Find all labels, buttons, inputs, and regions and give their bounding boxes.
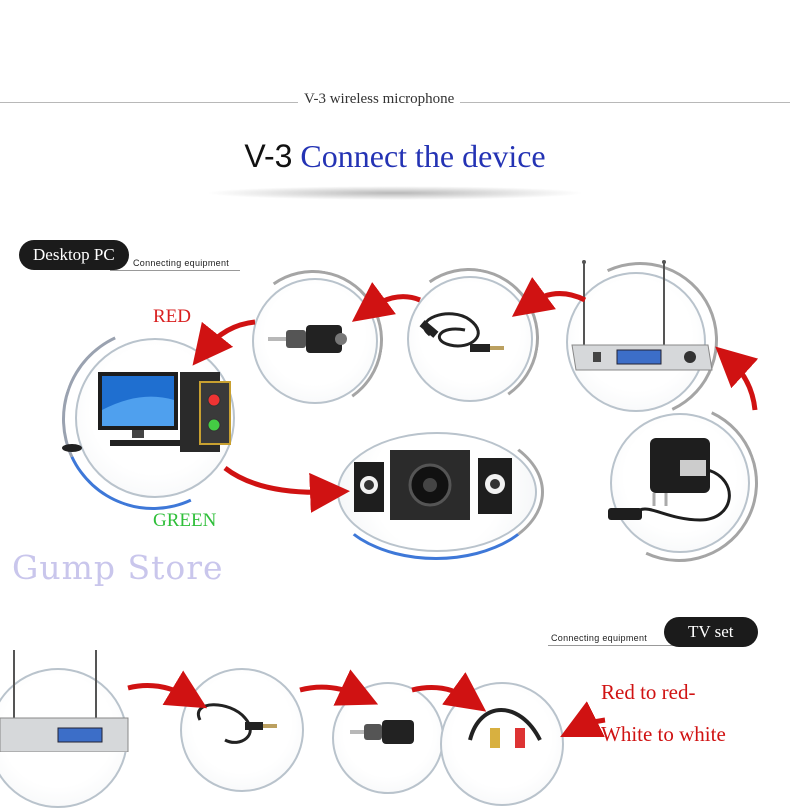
label-green: GREEN (153, 510, 217, 531)
product-name: V-3 wireless microphone (298, 91, 461, 108)
section-badge-desktop-pc: Desktop PC (19, 240, 129, 270)
speakers-icon (354, 450, 512, 520)
receiver-icon (571, 260, 713, 371)
note-red-to-red: Red to red- (601, 680, 696, 704)
desktop-pc-icon (62, 372, 231, 452)
rca-cable-icon (468, 708, 542, 748)
badge-underline (110, 270, 240, 271)
connecting-equipment-label: Connecting equipment (551, 633, 648, 643)
title-shadow (205, 186, 585, 200)
audio-cable-icon (419, 312, 504, 352)
receiver-icon (0, 650, 129, 752)
label-red: RED (153, 306, 191, 327)
audio-cable-icon (196, 703, 277, 744)
jack-adapter-icon (268, 325, 347, 353)
store-watermark: Gump Store (12, 548, 224, 587)
receiver-circle (566, 272, 706, 412)
decor-arc (328, 424, 544, 560)
connecting-equipment-label: Connecting equipment (133, 258, 230, 268)
title-text: Connect the device (300, 138, 546, 174)
note-white-to-white: White to white (601, 722, 726, 746)
title-model: V-3 (244, 138, 293, 174)
flow-arrows (127, 669, 606, 737)
section-pc-illustrations (62, 260, 759, 522)
section-tv-illustrations (0, 650, 606, 752)
section-badge-tv-set: TV set (664, 617, 758, 647)
badge-underline (548, 645, 698, 646)
jack-adapter-icon (350, 720, 414, 744)
power-adapter-icon (608, 438, 731, 522)
flow-arrows (192, 277, 759, 513)
